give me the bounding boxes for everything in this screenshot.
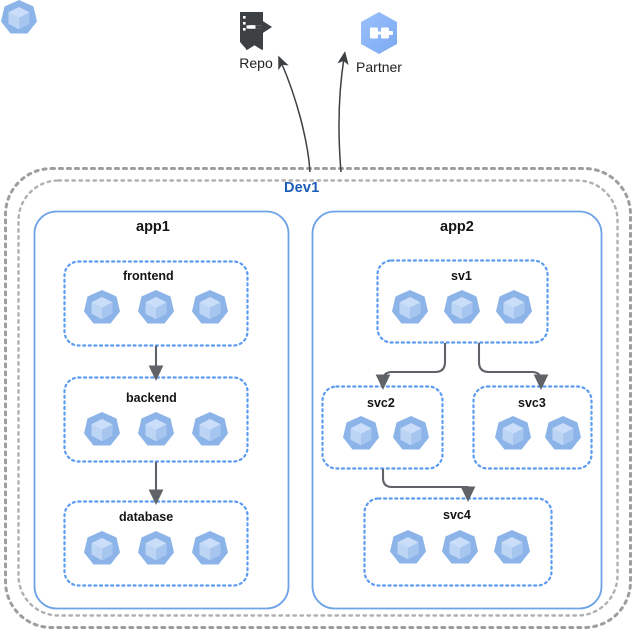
service-label-sv1: sv1: [451, 269, 472, 283]
service-label-svc3: svc3: [518, 396, 546, 410]
service-label-database: database: [119, 510, 174, 524]
service-group-svc3[interactable]: [473, 386, 592, 469]
service-group-frontend[interactable]: [64, 261, 248, 346]
app-label-app1: app1: [136, 219, 170, 235]
app-label-app2: app2: [440, 219, 474, 235]
service-group-svc2[interactable]: [322, 386, 443, 469]
external-node-label: Repo: [239, 55, 273, 71]
repo-icon: [240, 12, 272, 50]
external-node-label: Partner: [356, 59, 402, 75]
arrow-dev1-to-partner: [337, 51, 349, 173]
service-label-svc2: svc2: [367, 396, 395, 410]
service-group-backend[interactable]: [64, 377, 248, 462]
service-label-frontend: frontend: [123, 269, 174, 283]
service-label-svc4: svc4: [443, 508, 471, 522]
service-label-backend: backend: [126, 391, 177, 405]
arrow-dev1-to-repo: [278, 55, 311, 173]
service-group-sv1[interactable]: [377, 260, 548, 343]
external-node-partner[interactable]: Partner: [345, 8, 413, 76]
service-group-database[interactable]: [64, 501, 248, 586]
external-node-repo[interactable]: Repo: [223, 8, 289, 72]
partner-hexagon-icon: [361, 12, 397, 54]
service-group-svc4[interactable]: [364, 498, 552, 586]
environment-label: Dev1: [284, 180, 320, 196]
